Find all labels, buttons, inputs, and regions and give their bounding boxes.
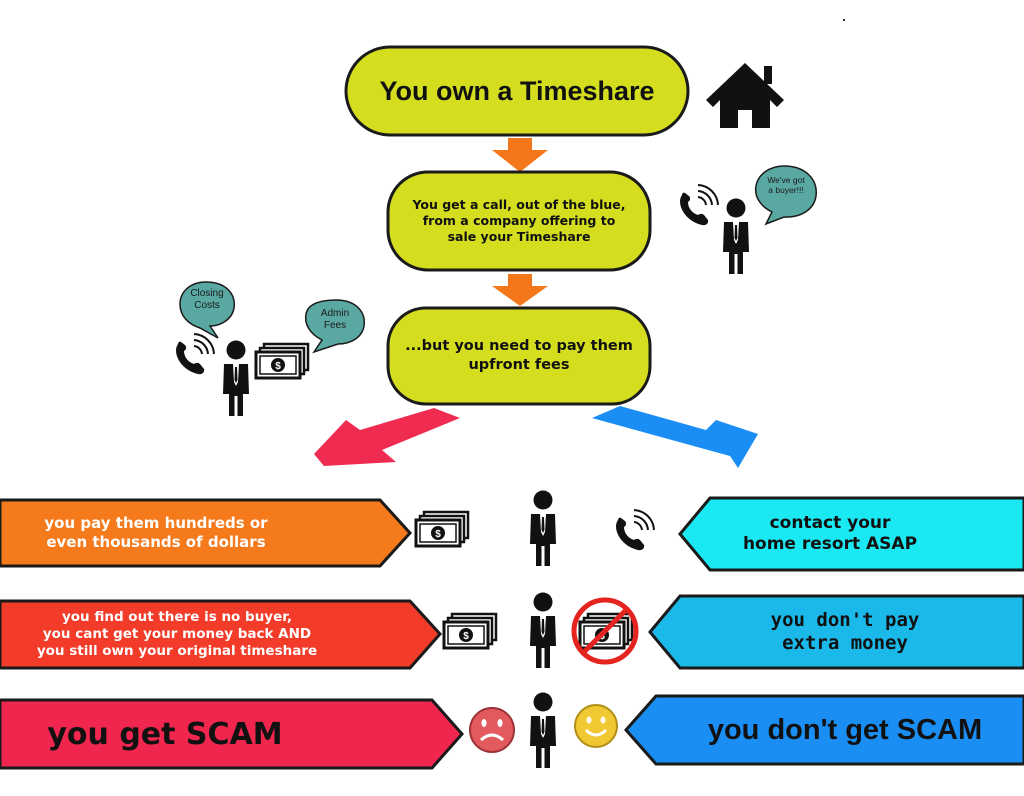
speech-bubble-icon bbox=[179, 281, 235, 339]
left-row-3-text: you get SCAM bbox=[47, 716, 283, 752]
stray-dot bbox=[843, 19, 845, 21]
phone-icon bbox=[615, 509, 655, 552]
left-row-2-text: you find out there is no buyer, you cant… bbox=[36, 608, 318, 660]
right-row-2-text: you don't pay extra money bbox=[770, 609, 920, 654]
arrow-icon bbox=[592, 406, 758, 468]
person-icon bbox=[223, 340, 249, 416]
money-icon bbox=[414, 510, 470, 548]
money-icon bbox=[442, 612, 498, 650]
person-icon bbox=[723, 198, 749, 274]
arrow-icon bbox=[492, 274, 548, 306]
sad-face-icon bbox=[469, 707, 515, 753]
no-money-icon bbox=[571, 597, 639, 665]
person-icon bbox=[530, 692, 556, 768]
bubble-closing-text: Closing Costs bbox=[190, 288, 224, 311]
arrow-icon bbox=[314, 408, 460, 466]
house-icon bbox=[706, 63, 784, 128]
step3-text: ...but you need to pay them upfront fees bbox=[405, 338, 633, 373]
phone-icon bbox=[175, 333, 215, 376]
speech-bubble-icon bbox=[304, 299, 365, 354]
person-icon bbox=[530, 490, 556, 566]
right-row-1-text: contact your home resort ASAP bbox=[742, 512, 918, 554]
step2-text: You get a call, out of the blue, from a … bbox=[412, 196, 626, 245]
left-row-1-text: you pay them hundreds or even thousands … bbox=[44, 513, 268, 552]
speech-bubble-icon bbox=[754, 165, 817, 226]
bubble-buyer-text: We've got a buyer!!! bbox=[767, 175, 805, 195]
happy-face-icon bbox=[574, 704, 618, 748]
right-row-3-text: you don't get SCAM bbox=[707, 713, 983, 746]
arrow-icon bbox=[492, 138, 548, 172]
top-box-title: You own a Timeshare bbox=[379, 75, 655, 106]
money-icon bbox=[254, 342, 310, 380]
phone-icon bbox=[679, 184, 719, 227]
person-icon bbox=[530, 592, 556, 668]
bubble-admin-text: Admin Fees bbox=[320, 308, 350, 331]
